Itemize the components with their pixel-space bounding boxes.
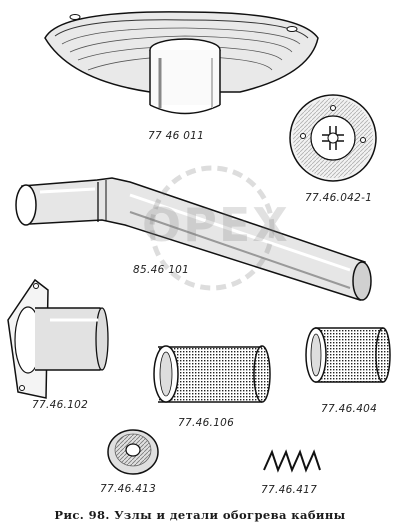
sleeve-drawing xyxy=(153,345,271,403)
part-label-2: 77.46.042-1 xyxy=(305,192,373,204)
part-label-7: 77.46.413 xyxy=(100,483,157,495)
part-label-1: 77 46 011 xyxy=(148,130,205,142)
part-label-5: 77.46.106 xyxy=(178,417,235,429)
part-label-8: 77.46.417 xyxy=(261,484,318,496)
duct-tube-drawing xyxy=(15,177,372,301)
part-label-4: 77.46.102 xyxy=(32,399,89,411)
part-label-3: 85.46 101 xyxy=(133,264,190,276)
watermark-text: OPEX xyxy=(142,198,290,252)
watermark-arcs xyxy=(149,165,275,291)
part-label-6: 77.46.404 xyxy=(321,403,378,415)
figure-caption: Рис. 98. Узлы и детали обогрева кабины xyxy=(54,508,346,522)
hood-part-drawing xyxy=(44,11,319,115)
washer-drawing xyxy=(107,429,159,475)
sleeve-right-drawing xyxy=(305,327,391,383)
flanged-pipe-drawing xyxy=(7,278,109,399)
spring-drawing xyxy=(263,449,321,473)
round-plate-drawing xyxy=(289,94,377,182)
